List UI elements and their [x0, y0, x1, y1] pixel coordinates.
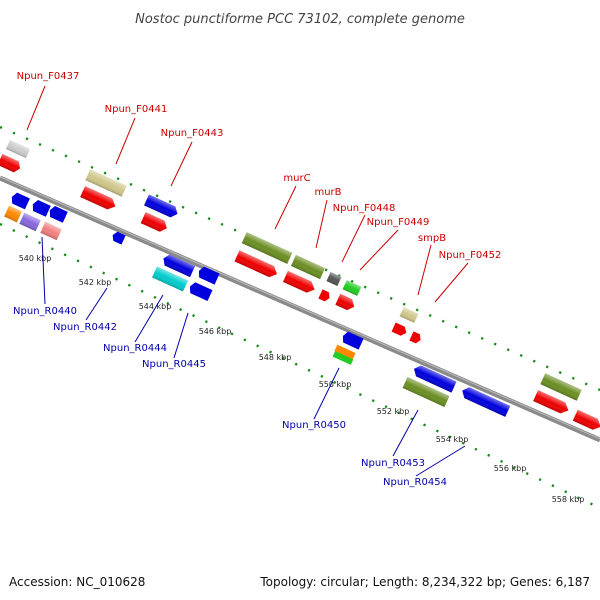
accession-text: Accession: NC_010628	[9, 575, 145, 589]
kbp-label: 544 kbp	[139, 302, 172, 311]
gene-orange-r2[interactable]	[334, 344, 356, 360]
kbp-label: 552 kbp	[377, 407, 410, 416]
gene-red-5[interactable]	[282, 270, 317, 295]
gene-red-4[interactable]	[234, 250, 279, 279]
gene-red-10[interactable]	[533, 390, 571, 416]
genome-summary-text: Topology: circular; Length: 8,234,322 bp…	[259, 575, 590, 589]
kbp-labels: 540 kbp 542 kbp 544 kbp 546 kbp 548 kbp …	[19, 254, 585, 504]
gene-red-3[interactable]	[140, 212, 170, 234]
gene-npun-r0445[interactable]	[188, 281, 213, 302]
gene-label-npun-f0448[interactable]: Npun_F0448	[333, 203, 396, 214]
gene-npun-f0448[interactable]	[326, 271, 342, 287]
gene-red-9[interactable]	[409, 331, 422, 344]
kbp-label: 558 kbp	[552, 495, 585, 504]
gene-red-2[interactable]	[80, 186, 118, 212]
gene-olive-right[interactable]	[540, 373, 582, 401]
gene-blue-r1[interactable]	[9, 191, 30, 210]
gene-orange-r[interactable]	[4, 205, 22, 223]
gene-red-1[interactable]	[0, 153, 22, 174]
gene-npun-f0449[interactable]	[342, 280, 362, 296]
genome-backbone	[0, 175, 600, 443]
gene-npun-r0453[interactable]	[411, 363, 457, 393]
gene-pink-r[interactable]	[40, 221, 62, 241]
gene-label-murb[interactable]: murB	[314, 187, 341, 198]
gene-label-npun-r0454[interactable]: Npun_R0454	[383, 477, 447, 488]
gene-label-npun-f0452[interactable]: Npun_F0452	[439, 250, 502, 261]
gene-label-murc[interactable]: murC	[283, 173, 310, 184]
gene-label-npun-r0453[interactable]: Npun_R0453	[361, 458, 425, 469]
kbp-label: 546 kbp	[199, 327, 232, 336]
gene-npun-f0437[interactable]	[5, 139, 31, 159]
gene-label-npun-f0441[interactable]: Npun_F0441	[105, 104, 168, 115]
gene-blue-r0450-up[interactable]	[340, 330, 364, 350]
gene-smpb[interactable]	[399, 307, 419, 323]
gene-red-6[interactable]	[318, 289, 331, 302]
gene-red-11[interactable]	[572, 409, 600, 433]
gene-label-npun-f0437[interactable]: Npun_F0437	[17, 71, 80, 82]
kbp-label: 542 kbp	[79, 278, 112, 287]
gene-label-npun-r0450[interactable]: Npun_R0450	[282, 420, 346, 431]
gene-label-npun-r0442[interactable]: Npun_R0442	[53, 322, 117, 333]
gene-olive-r[interactable]	[402, 377, 450, 407]
gene-green-r2[interactable]	[332, 351, 354, 365]
gene-red-8[interactable]	[391, 322, 409, 338]
kbp-label: 540 kbp	[19, 254, 52, 263]
gene-npun-r0454[interactable]	[460, 385, 511, 417]
gene-blue-small[interactable]	[111, 231, 126, 245]
gene-purple-r[interactable]	[19, 212, 41, 232]
gene-red-7[interactable]	[335, 293, 356, 312]
gene-label-npun-r0440[interactable]: Npun_R0440	[13, 306, 77, 317]
reverse-leader-lines	[41, 236, 466, 477]
kbp-label: 548 kbp	[259, 353, 292, 362]
gene-blue-r2[interactable]	[30, 199, 51, 217]
gene-npun-f0441[interactable]	[85, 169, 127, 197]
gene-npun-f0443[interactable]	[144, 194, 180, 219]
gene-label-npun-r0445[interactable]: Npun_R0445	[142, 359, 206, 370]
reverse-gene-labels: Npun_R0440 Npun_R0442 Npun_R0444 Npun_R0…	[13, 306, 447, 488]
genome-backbone-highlight	[0, 176, 600, 440]
gene-murc[interactable]	[241, 232, 293, 264]
forward-leader-lines	[26, 85, 469, 303]
map-title: Nostoc punctiforme PCC 73102, complete g…	[135, 12, 465, 27]
gene-label-npun-r0444[interactable]: Npun_R0444	[103, 343, 167, 354]
gene-npun-r0444[interactable]	[161, 253, 196, 278]
gene-murb[interactable]	[290, 254, 326, 280]
gene-label-npun-f0443[interactable]: Npun_F0443	[161, 128, 224, 139]
gene-cyan-r[interactable]	[152, 266, 188, 292]
kbp-label: 554 kbp	[436, 435, 469, 444]
gene-blue-r3[interactable]	[47, 205, 68, 223]
kbp-label: 550 kbp	[319, 380, 352, 389]
gene-label-smpb[interactable]: smpB	[418, 233, 446, 244]
forward-gene-labels: Npun_F0437 Npun_F0441 Npun_F0443 murC mu…	[17, 71, 502, 261]
gene-features	[0, 139, 600, 433]
gene-label-npun-f0449[interactable]: Npun_F0449	[367, 217, 430, 228]
gene-blue-r5[interactable]	[196, 265, 220, 285]
kbp-label: 556 kbp	[494, 464, 527, 473]
